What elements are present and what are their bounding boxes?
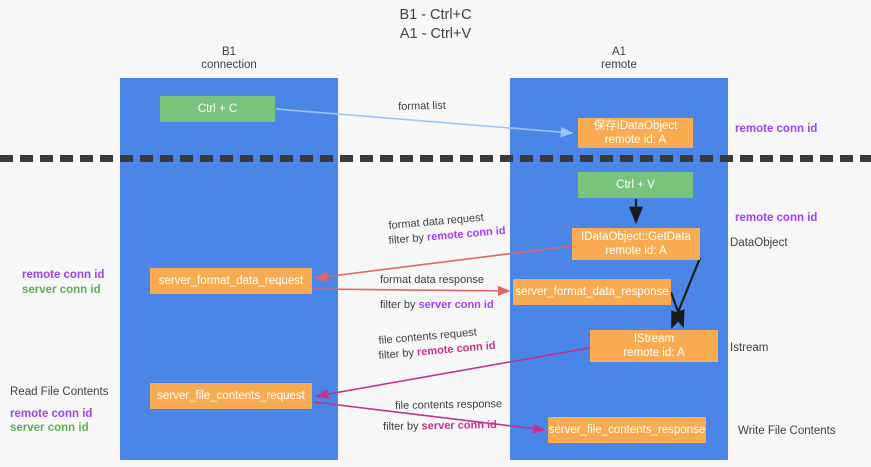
column-header-b1: B1 connection [201,46,257,71]
edge-label-format-list: format list [398,99,447,113]
side-label-read-file-contents: Read File Contents [10,386,109,398]
server-conn-id-label-left-bottom: server conn id [10,422,89,434]
filter-prefix: filter by [380,299,419,311]
edge-label-file-contents-response-filter: filter by server conn id [383,418,497,435]
remote-conn-id-label-left-bottom: remote conn id [10,407,93,420]
server-conn-id-inline: server conn id [421,419,497,433]
remote-conn-id-label-left-top: remote conn id [22,269,105,281]
server-conn-id-inline: server conn id [418,299,494,311]
node-server-format-data-request[interactable]: server_format_data_request [150,268,312,294]
phase-separator [0,155,871,162]
node-idataobject-getdata[interactable]: IDataObject::GetData remote id: A [572,228,700,260]
server-conn-id-label-left-top: server conn id [22,283,101,296]
left-conn-ids-top: remote conn id server conn id [22,268,104,297]
column-header-a1: A1 remote [601,46,637,71]
filter-prefix: filter by [378,346,418,362]
node-server-file-contents-response[interactable]: server_file_contents_response [548,417,706,443]
remote-conn-id-label-top: remote conn id [735,123,818,135]
side-label-dataobject: DataObject [730,237,788,249]
remote-conn-id-label-middle: remote conn id [735,212,818,224]
node-server-file-contents-request[interactable]: server_file_contents_request [150,383,312,409]
node-ctrl-v[interactable]: Ctrl + V [578,172,693,198]
filter-prefix: filter by [388,231,428,247]
side-label-write-file-contents: Write File Contents [738,425,836,437]
edge-label-format-data-response-filter: filter by server conn id [380,298,494,313]
side-label-istream: Istream [730,342,769,354]
filter-prefix: filter by [383,420,422,433]
page-title: B1 - Ctrl+C A1 - Ctrl+V [399,7,472,42]
edge-label-file-contents-response: file contents response [395,398,503,412]
node-idataobject[interactable]: 保存IDataObject remote id: A [578,118,693,148]
edge-label-format-data-response: format data response [380,274,484,286]
left-conn-ids-bottom: Read File Contents remote conn id server… [10,385,108,436]
node-ctrl-c[interactable]: Ctrl + C [160,96,275,122]
node-server-format-data-response[interactable]: server_format_data_response [513,279,671,305]
node-istream[interactable]: IStream remote id: A [590,330,718,362]
